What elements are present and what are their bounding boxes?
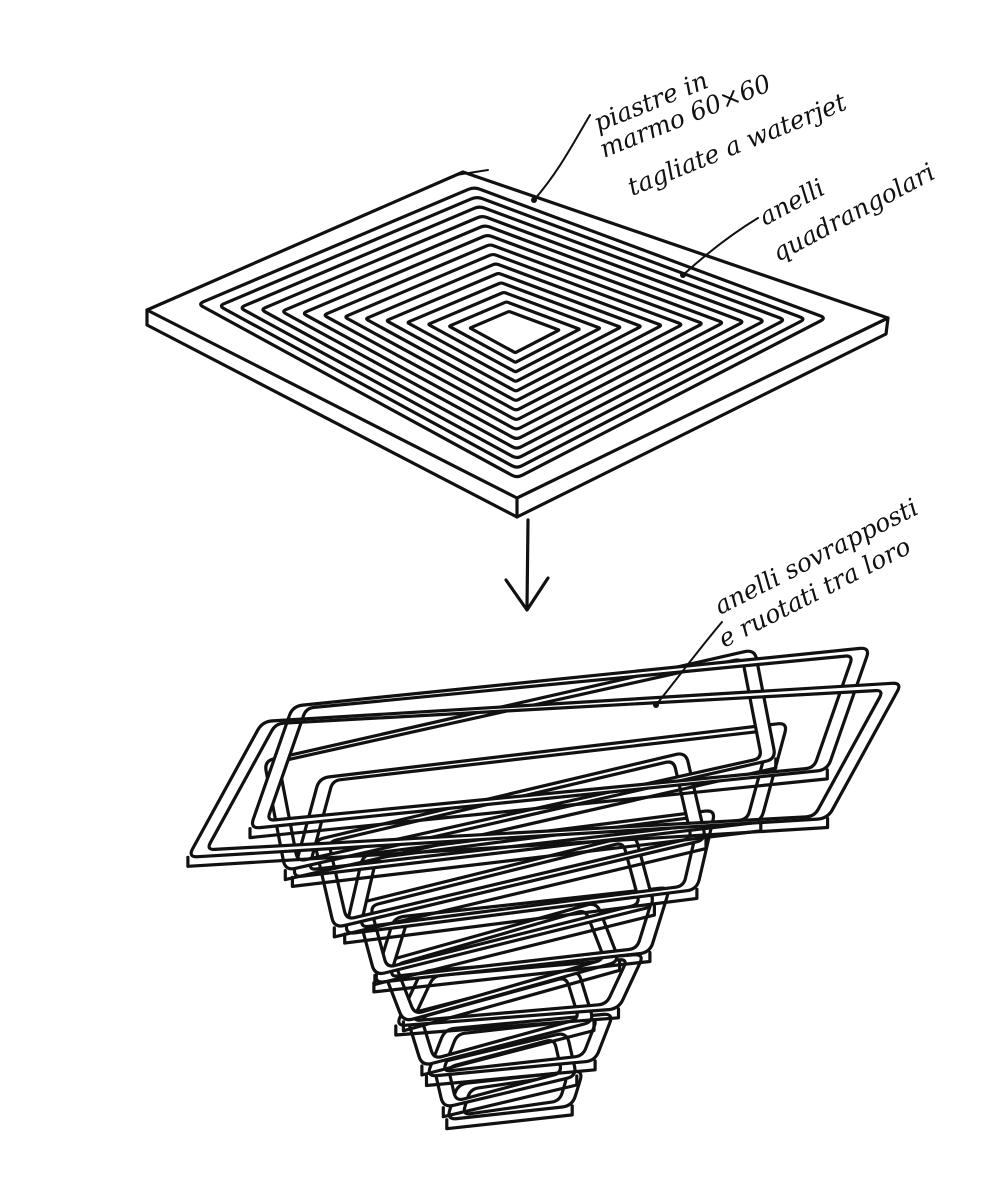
ring-outline (448, 300, 581, 364)
rings-leader (680, 217, 759, 278)
ring-outline (240, 205, 785, 460)
ring-outline (323, 243, 703, 421)
stacked-ring (445, 1069, 583, 1131)
stack-leader (653, 621, 723, 708)
ring-outline (344, 252, 683, 412)
ring-outline (365, 262, 663, 402)
stacked-ring (186, 681, 901, 868)
slab-right-edge (515, 316, 890, 519)
ring-outline (261, 215, 764, 450)
ring-outline (302, 234, 724, 431)
marble-slab (145, 169, 890, 519)
concentric-rings (199, 186, 825, 479)
down-arrow-icon (504, 518, 550, 612)
ring-outline (282, 224, 744, 441)
ring-outline (406, 281, 622, 383)
ring-outline (199, 186, 825, 479)
stacked-rotated-rings (186, 646, 901, 1131)
ring-outline (219, 196, 805, 469)
ring-outline (468, 309, 561, 355)
stacked-ring (248, 646, 870, 840)
ring-outline (427, 290, 602, 374)
plate-leader (531, 114, 591, 203)
ring-outline (385, 271, 642, 393)
slab-left-edge (145, 308, 519, 519)
